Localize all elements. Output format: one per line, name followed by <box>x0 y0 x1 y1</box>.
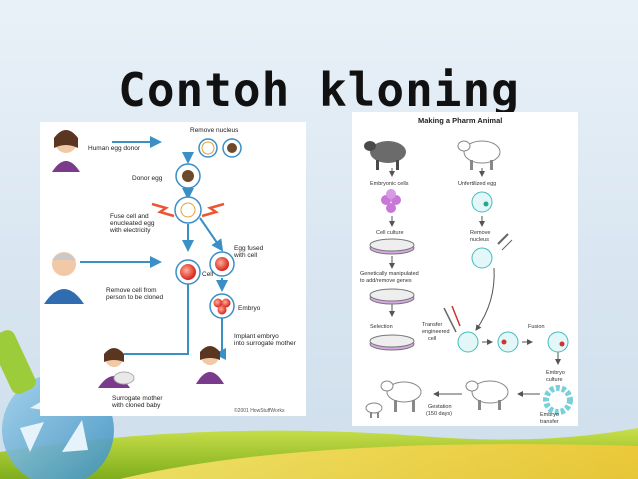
fused-cell <box>547 331 569 353</box>
white-sheep-icon <box>457 140 501 170</box>
label-genetic-1: Genetically manipulated <box>360 271 419 277</box>
label-embryo-1: Embryo <box>546 370 565 376</box>
culture-dish-1 <box>369 238 415 255</box>
label-implant-1: Implant embryo <box>234 333 279 340</box>
label-donor-egg: Donor egg <box>132 175 163 182</box>
label-gestation-2: (150 days) <box>426 411 452 417</box>
pregnant-sheep-icon <box>465 380 509 410</box>
human-cloning-diagram: Human egg donor Remove nucleus Donor egg <box>40 122 306 416</box>
embryo-culture-ring <box>543 385 573 415</box>
copyright-text: ©2001 HowStuffWorks <box>234 407 285 414</box>
label-human-egg-donor: Human egg donor <box>88 145 141 152</box>
label-fuse-3: with electricity <box>109 227 151 234</box>
label-cell-culture: Cell culture <box>376 230 404 236</box>
label-selection: Selection <box>370 324 393 330</box>
label-embryo-transfer-1: Embryo <box>540 412 559 418</box>
label-surrogate-1: Surrogate mother <box>112 395 163 402</box>
pharm-animal-svg: Making a Pharm Animal <box>360 116 573 425</box>
label-embryonic-cells: Embryonic cells <box>370 181 409 187</box>
surrogate-with-baby-avatar <box>98 348 135 388</box>
pharm-flow-arrows <box>389 168 561 397</box>
flow-arrows <box>80 136 228 360</box>
yellow-swoosh <box>120 444 638 479</box>
embryonic-cells <box>381 189 401 213</box>
black-sheep-icon <box>364 141 406 170</box>
egg-donor-avatar <box>52 130 80 172</box>
label-embryo-2: culture <box>546 377 563 383</box>
sheep-and-lamb-icon <box>365 380 422 418</box>
label-egg-fused-1: Egg fused <box>234 245 264 252</box>
culture-dish-3 <box>369 334 415 351</box>
electricity-icon <box>151 202 225 218</box>
culture-dish-2 <box>369 288 415 305</box>
fused-egg-cell <box>209 251 235 277</box>
label-cell: Cell <box>202 271 214 278</box>
pharm-animal-diagram: Making a Pharm Animal <box>352 112 578 426</box>
label-embryo: Embryo <box>238 305 261 312</box>
label-transfer-1: Transfer <box>422 322 442 328</box>
unfertilized-egg-cell <box>471 191 493 213</box>
label-genetic-2: to add/remove genes <box>360 278 412 284</box>
label-fuse-2: enucleated egg <box>110 220 155 227</box>
remove-nucleus-cells <box>198 138 242 158</box>
donor-cell <box>175 259 201 285</box>
label-unfertilized-egg: Unfertilized egg <box>458 181 496 187</box>
label-transfer-3: cell <box>428 336 436 342</box>
transfer-cells <box>457 331 519 353</box>
enucleated-egg-cell <box>174 196 202 224</box>
label-remove-nucleus-2: nucleus <box>470 237 489 243</box>
label-surrogate-2: with cloned baby <box>111 402 161 409</box>
donor-egg-cell <box>175 163 201 189</box>
label-remove-nucleus-1: Remove <box>470 230 490 236</box>
embryo-cell <box>209 293 235 319</box>
label-implant-2: into surrogate mother <box>234 340 297 347</box>
surrogate-mother-avatar <box>196 346 224 384</box>
label-remove-cell-2: person to be cloned <box>106 294 163 301</box>
label-transfer-2: engineered <box>422 329 450 335</box>
label-remove-cell-1: Remove cell from <box>106 287 157 294</box>
label-remove-nucleus: Remove nucleus <box>190 127 239 134</box>
label-gestation-1: Gestation <box>428 404 452 410</box>
pharm-title: Making a Pharm Animal <box>418 116 502 125</box>
label-fuse-1: Fuse cell and <box>110 213 149 220</box>
pipette-icon <box>443 305 461 333</box>
human-cloning-svg: Human egg donor Remove nucleus Donor egg <box>44 127 297 414</box>
label-embryo-transfer-2: transfer <box>540 419 559 425</box>
label-egg-fused-2: with cell <box>233 252 258 259</box>
label-fusion: Fusion <box>528 324 545 330</box>
enucleated-egg <box>471 233 513 269</box>
person-avatar <box>44 252 84 304</box>
slide-title: Contoh kloning <box>118 62 520 117</box>
